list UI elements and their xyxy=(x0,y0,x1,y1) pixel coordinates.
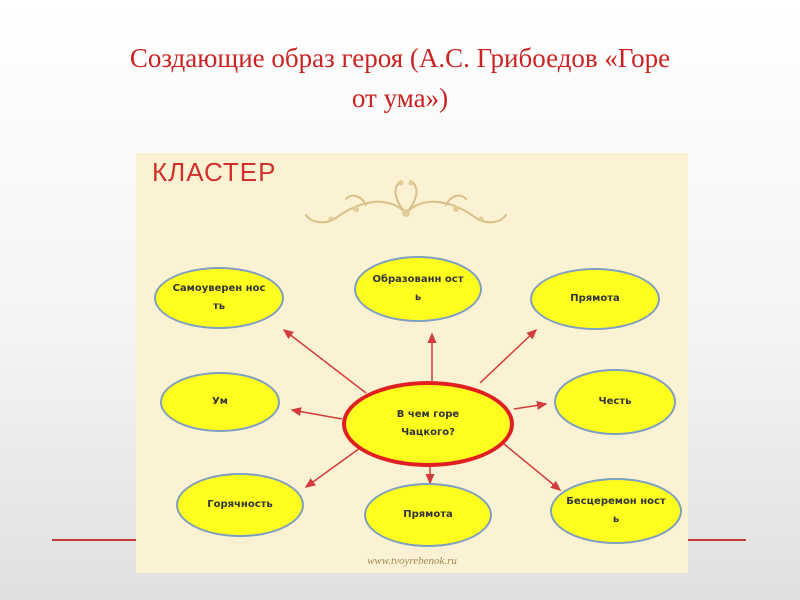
center-question-node: В чем горе Чацкого? xyxy=(342,381,514,467)
arrow-to-node-6 xyxy=(304,447,361,488)
node-honor: Честь xyxy=(554,369,676,435)
arrow-to-node-8 xyxy=(503,443,562,491)
node-unceremoniousness: Бесцеремон ность xyxy=(550,478,682,544)
node-ardor: Горячность xyxy=(176,473,304,537)
cluster-panel: КЛАСТЕР xyxy=(136,153,688,573)
slide-title-line-1: Создающие образ героя (А.С. Грибоедов «Г… xyxy=(129,43,671,73)
watermark: www.tvoyrebenok.ru xyxy=(367,555,457,567)
slide-title-line-2: от ума») xyxy=(351,83,449,113)
arrow-to-node-4 xyxy=(290,407,343,420)
cluster-arrows xyxy=(282,328,562,491)
arrow-to-node-5 xyxy=(513,400,548,410)
node-self-confidence: Самоуверен ность xyxy=(154,267,284,329)
divider-right xyxy=(688,539,746,541)
cluster-heading: КЛАСТЕР xyxy=(152,157,277,187)
floral-ornament-icon xyxy=(305,180,507,224)
node-directness-bottom: Прямота xyxy=(364,483,492,547)
divider-left xyxy=(52,539,136,541)
slide-title: Создающие образ героя (А.С. Грибоедов «Г… xyxy=(40,38,760,118)
node-mind: Ум xyxy=(160,372,280,432)
node-directness-top: Прямота xyxy=(530,268,660,330)
arrow-to-node-1 xyxy=(282,329,367,394)
node-education: Образованн ость xyxy=(354,256,482,322)
arrow-to-node-3 xyxy=(479,328,538,384)
